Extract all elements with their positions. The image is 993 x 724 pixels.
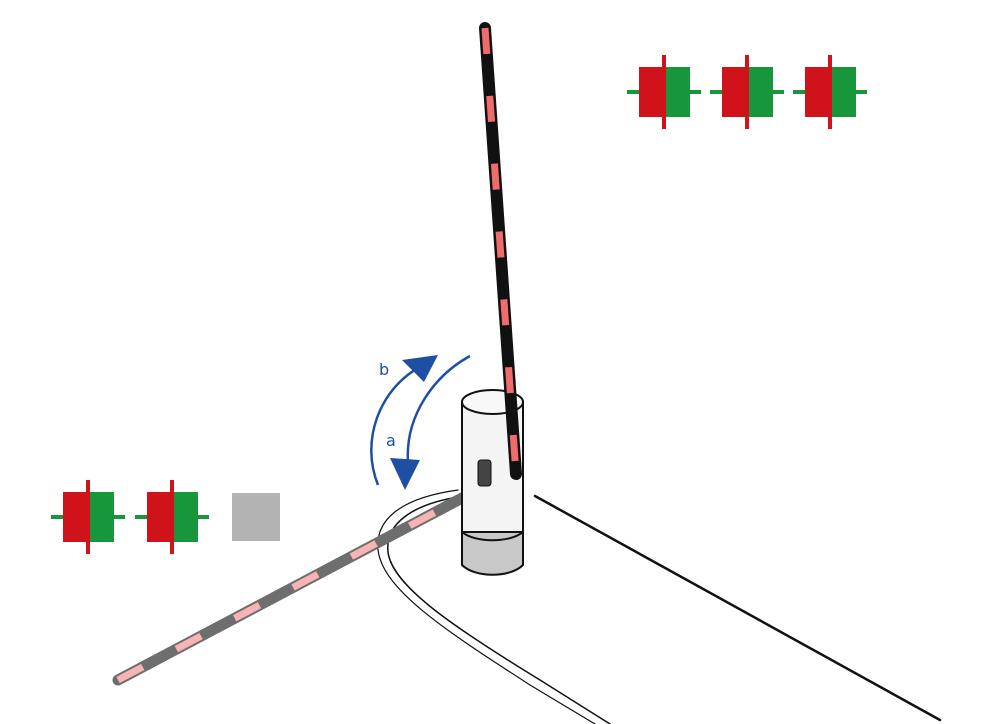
arrow-a-label: a (386, 431, 396, 450)
indicator-light (51, 480, 125, 554)
arrow-b: b (370, 355, 438, 486)
boom-arm-raised (479, 22, 522, 480)
indicator-light (627, 55, 701, 129)
road-surface (377, 489, 942, 724)
boom-arm-lowered (112, 464, 521, 686)
indicator-group-top (627, 55, 867, 129)
arrow-a: a (386, 354, 471, 490)
indicator-light (135, 480, 209, 554)
arrow-b-label: b (379, 360, 389, 379)
indicator-light-off (232, 493, 280, 541)
indicator-light (793, 55, 867, 129)
pivot-pin (477, 459, 492, 487)
indicator-group-left (51, 480, 280, 554)
indicator-light (710, 55, 784, 129)
